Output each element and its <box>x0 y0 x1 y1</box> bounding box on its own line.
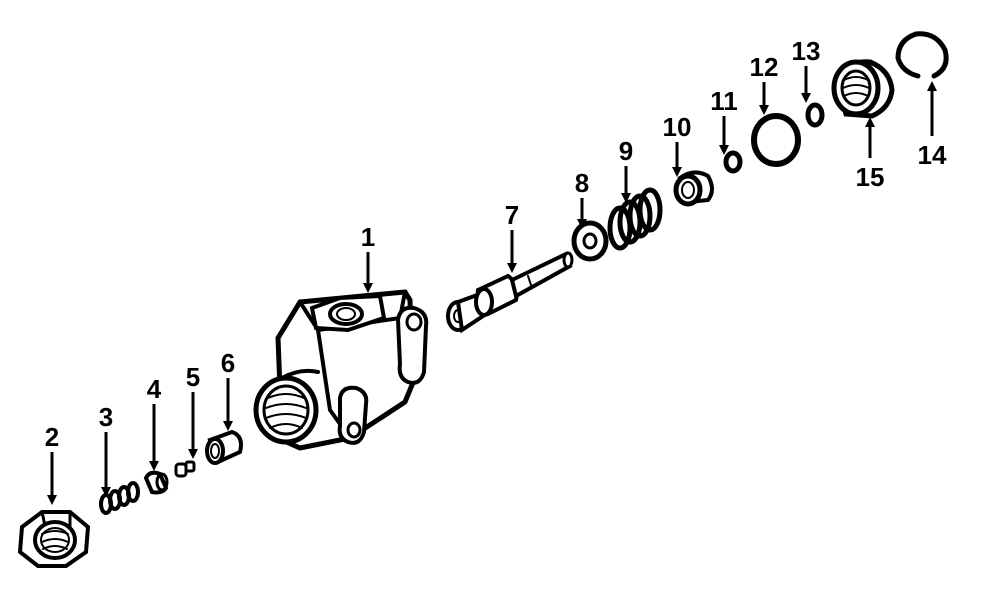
part-1-valve-body <box>253 289 429 451</box>
label-part-1: 1 <box>361 222 375 252</box>
part-7-spool <box>446 251 574 334</box>
part-11-o-ring <box>723 150 743 174</box>
label-part-7: 7 <box>505 200 519 230</box>
label-part-9: 9 <box>619 136 633 166</box>
part-2-hex-nut <box>17 510 91 568</box>
label-part-4: 4 <box>147 374 162 404</box>
label-part-3: 3 <box>99 402 113 432</box>
part-8-washer <box>571 220 609 262</box>
label-part-2: 2 <box>45 422 59 452</box>
label-part-14: 14 <box>918 140 947 170</box>
callout-arrows <box>47 66 937 505</box>
label-part-12: 12 <box>750 52 779 82</box>
part-15-plug <box>831 59 895 119</box>
label-part-6: 6 <box>221 348 235 378</box>
part-12-o-ring <box>751 113 801 167</box>
label-part-8: 8 <box>575 168 589 198</box>
part-5-pin <box>174 460 196 478</box>
part-9-spring <box>607 187 663 251</box>
label-part-13: 13 <box>792 36 821 66</box>
part-10-retainer <box>673 170 714 207</box>
label-part-5: 5 <box>186 362 200 392</box>
part-14-snap-ring <box>895 31 949 79</box>
label-part-15: 15 <box>856 162 885 192</box>
callout-labels: 1 2 3 4 5 6 7 8 9 10 11 12 13 14 15 <box>45 36 947 452</box>
label-part-10: 10 <box>663 112 692 142</box>
label-part-11: 11 <box>710 86 738 116</box>
part-4-cup <box>143 470 169 495</box>
part-13-ring <box>805 102 825 128</box>
part-6-sleeve <box>205 429 243 465</box>
